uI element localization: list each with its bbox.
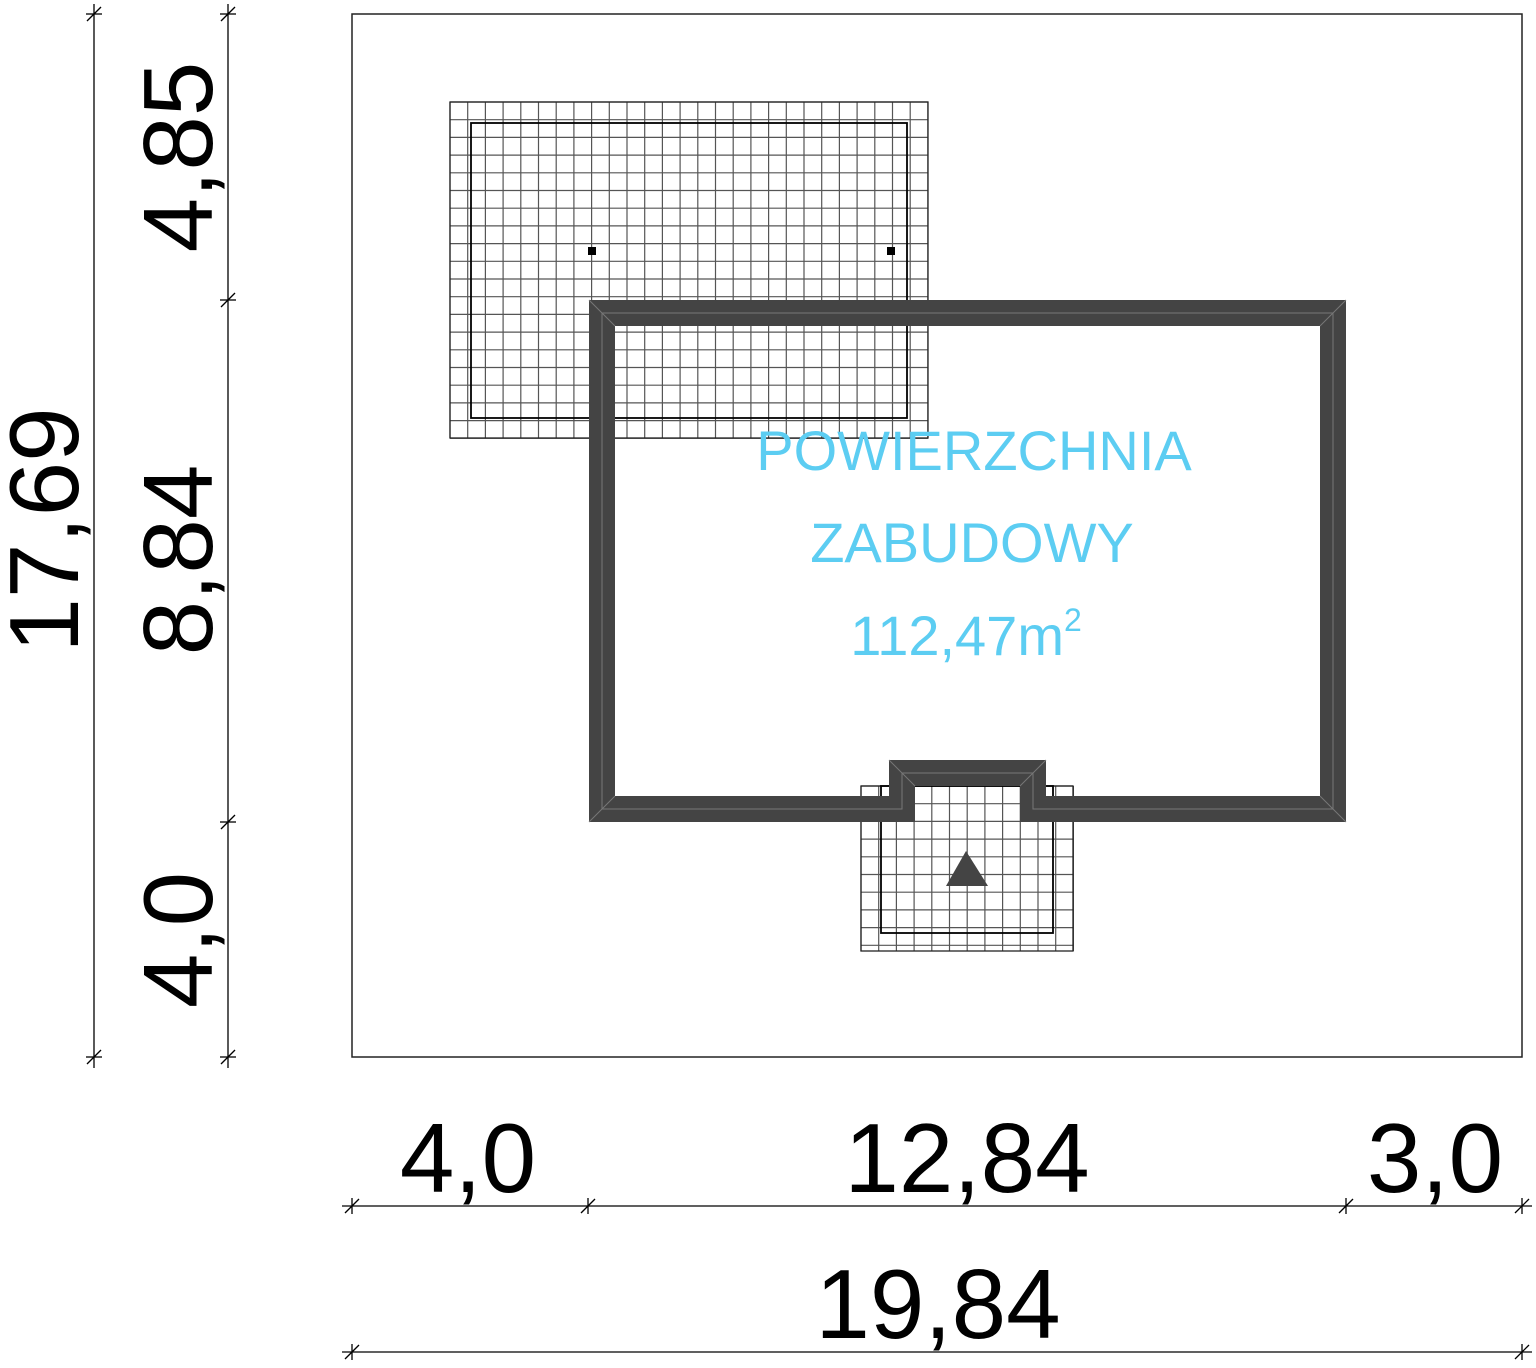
terrace-top bbox=[449, 101, 929, 439]
dimension-lines bbox=[93, 4, 1532, 1353]
tick-mark bbox=[220, 814, 236, 830]
area-label-line1: POWIERZCHNIA bbox=[756, 419, 1192, 482]
tick-mark bbox=[220, 6, 236, 22]
tick-mark bbox=[220, 292, 236, 308]
tick-mark bbox=[344, 1344, 360, 1360]
dim-vertical-middle: 8,84 bbox=[123, 465, 233, 656]
tick-mark bbox=[86, 6, 102, 22]
post-left bbox=[588, 247, 596, 255]
dim-horizontal-right: 3,0 bbox=[1367, 1103, 1503, 1213]
terrace-inner-outline bbox=[470, 122, 908, 419]
post-right bbox=[887, 247, 895, 255]
entrance-arrow-icon bbox=[946, 851, 988, 886]
area-value: 112,47m2 bbox=[850, 602, 1082, 667]
plot-boundary bbox=[351, 13, 1523, 1058]
tick-mark bbox=[1514, 1344, 1530, 1360]
dim-vertical-top: 4,85 bbox=[123, 62, 233, 253]
tick-mark bbox=[220, 1049, 236, 1065]
wall-detail-lines bbox=[588, 299, 1347, 823]
dim-vertical-total: 17,69 bbox=[0, 407, 99, 652]
dimension-ticks bbox=[86, 6, 1530, 1360]
tick-mark bbox=[1338, 1198, 1354, 1214]
dim-horizontal-left: 4,0 bbox=[400, 1103, 536, 1213]
tick-mark bbox=[580, 1198, 596, 1214]
dim-horizontal-total: 19,84 bbox=[815, 1249, 1060, 1359]
tick-mark bbox=[86, 1049, 102, 1065]
tick-mark bbox=[344, 1198, 360, 1214]
terrace-outline bbox=[449, 101, 929, 439]
tick-mark bbox=[1514, 1198, 1530, 1214]
dim-horizontal-middle: 12,84 bbox=[844, 1103, 1089, 1213]
area-label-line2: ZABUDOWY bbox=[810, 511, 1134, 574]
dim-vertical-bottom: 4,0 bbox=[123, 872, 233, 1008]
